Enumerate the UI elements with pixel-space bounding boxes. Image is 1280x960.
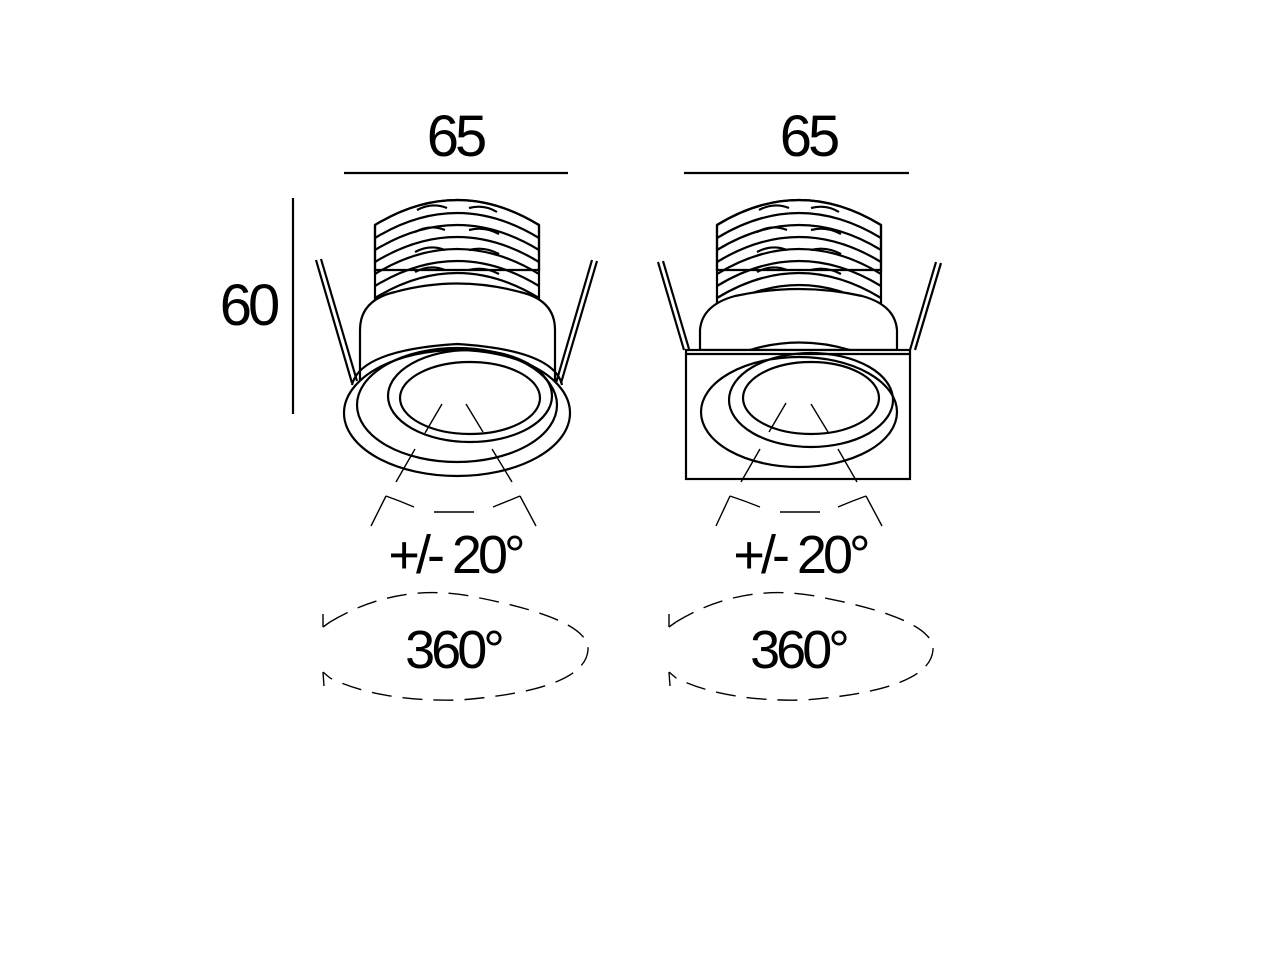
- lens: [398, 360, 542, 436]
- spring-clip-left: [314, 258, 359, 384]
- beam-lines-round: [395, 403, 513, 483]
- trim-rim: [350, 342, 564, 386]
- rotation-arrow-round: [322, 591, 589, 701]
- reflector-ring: [727, 351, 895, 449]
- width-dimension-label: 65: [427, 104, 485, 169]
- body-rim: [749, 341, 851, 352]
- reflector-ring: [386, 348, 554, 444]
- height-dimension: 60: [220, 198, 295, 414]
- trim-ring-outer: [699, 355, 899, 469]
- spring-clip-right: [908, 261, 943, 351]
- rotation-label-round: 360°: [405, 620, 502, 680]
- beam-lines-square: [740, 402, 858, 483]
- width-dimension-label: 65: [780, 104, 838, 169]
- view-round: 65: [314, 104, 599, 701]
- square-trim-plate: [684, 348, 912, 481]
- tilt-label-square: +/- 20°: [733, 525, 868, 585]
- tilt-arc-square: [715, 495, 883, 527]
- rotation-label-square: 360°: [750, 620, 847, 680]
- lens: [741, 360, 881, 436]
- lamp-body: [698, 287, 899, 352]
- tilt-arc-round: [370, 495, 537, 527]
- tilt-label-round: +/- 20°: [388, 525, 523, 585]
- trim-ring-mid: [355, 346, 559, 464]
- height-dimension-label: 60: [220, 273, 278, 338]
- rotation-arrow-square: [668, 591, 934, 701]
- view-square: 65: [656, 104, 943, 701]
- spring-clip-right: [554, 259, 599, 384]
- width-dimension-round: 65: [344, 104, 568, 175]
- spring-clip-left: [656, 260, 691, 351]
- width-dimension-square: 65: [684, 104, 909, 175]
